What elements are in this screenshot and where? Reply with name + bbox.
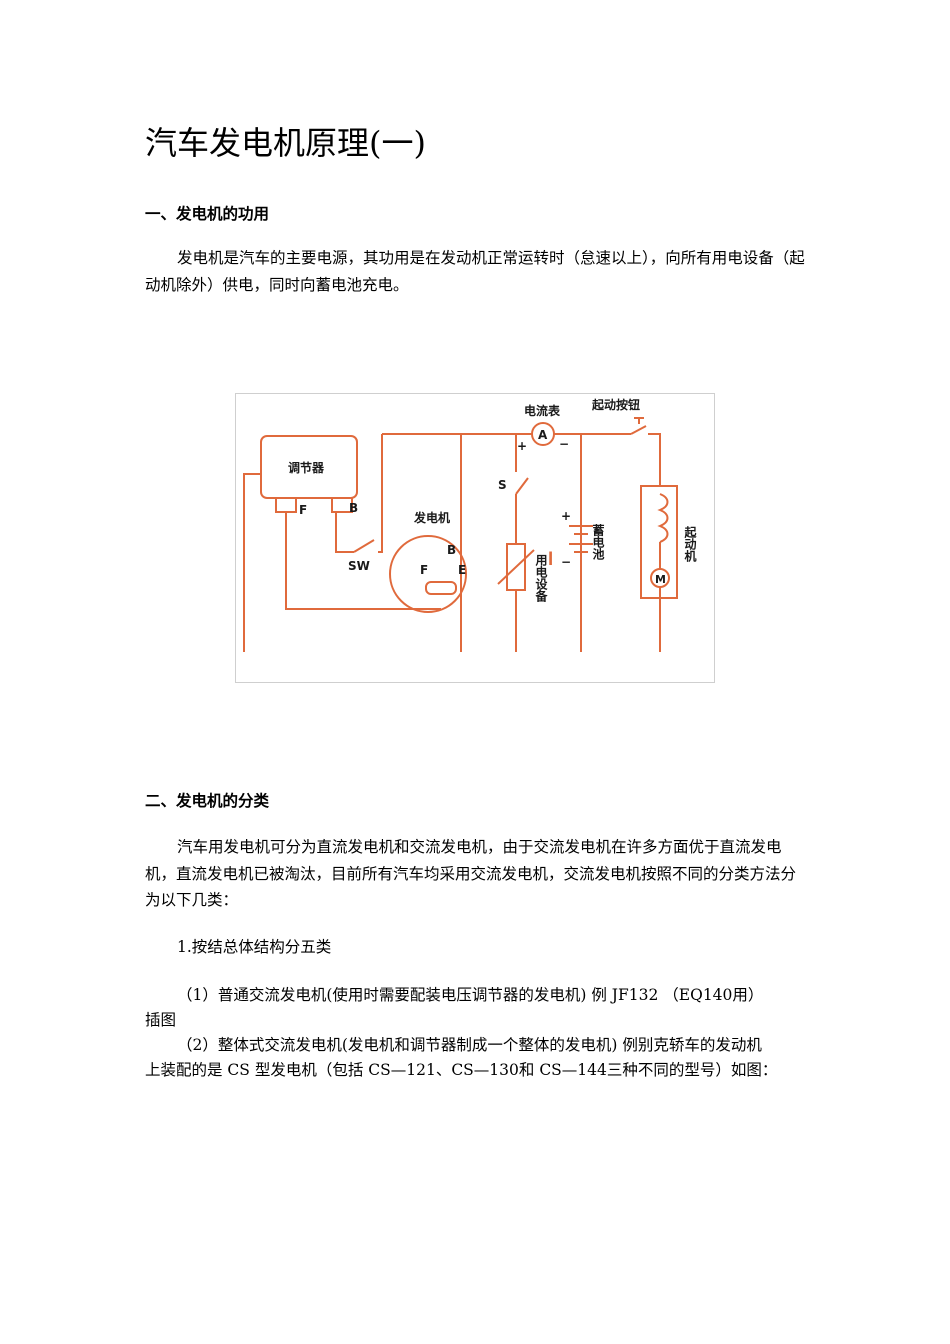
paragraph-classification: 汽车用发电机可分为直流发电机和交流发电机，由于交流发电机在许多方面优于直流发电机… (145, 834, 810, 914)
item2-line1: （2）整体式交流发电机(发电机和调节器制成一个整体的发电机) 例别克轿车的发动机 (177, 1036, 762, 1054)
subheading-structure: 1.按结总体结构分五类 (177, 938, 332, 956)
starter-coil (657, 493, 669, 543)
battery-plates (569, 525, 593, 553)
item1-line2: 插图 (145, 1011, 177, 1029)
label-motor-symbol: M (655, 573, 666, 586)
regulator-box (260, 435, 358, 499)
section-heading-function: 一、发电机的功用 (145, 204, 270, 223)
generator-brush (425, 581, 457, 595)
circuit-svg: 调节器 电流表 A 起动按钮 发电机 S SW F B B F E + − + … (243, 397, 697, 652)
start-button-blade (630, 425, 647, 435)
label-plus-battery: + (561, 509, 571, 523)
label-term-b-reg: B (349, 501, 358, 515)
label-starter: 起动机 (683, 525, 697, 563)
item1-line1: （1）普通交流发电机(使用时需要配装电压调节器的发电机) 例 JF132 （EQ… (177, 986, 764, 1004)
item2-line2: 上装配的是 CS 型发电机（包括 CS—121、CS—130和 CS—144三种… (145, 1061, 778, 1079)
wire-start-to-starter (648, 433, 661, 486)
load-variable-arrow (497, 549, 535, 585)
label-start-button: 起动按钮 (591, 397, 640, 412)
wire-field (285, 512, 441, 610)
wire-b-to-sw (335, 512, 354, 553)
label-ammeter: 电流表 (524, 403, 561, 418)
regulator-terminal-f (275, 497, 297, 513)
paragraph-function: 发电机是汽车的主要电源，其功用是在发动机正常运转时（怠速以上），向所有用电设备（… (145, 245, 810, 298)
label-ammeter-symbol: A (538, 428, 548, 442)
label-term-f-reg: F (299, 503, 307, 517)
label-generator: 发电机 (413, 510, 450, 525)
label-load: 用电设备 (534, 554, 548, 603)
switch-sw-blade (353, 539, 375, 553)
wire-regulator-ground (243, 473, 261, 652)
label-minus-battery: − (561, 555, 571, 569)
label-switch-sw: SW (348, 559, 370, 573)
battery-gap-glyph: ǀ (548, 550, 553, 566)
wire-sw-up (378, 434, 383, 553)
label-term-f-gen: F (420, 563, 428, 577)
paragraph-function-text: 发电机是汽车的主要电源，其功用是在发动机正常运转时（怠速以上），向所有用电设备（… (145, 249, 805, 294)
generator-circuit-diagram: 调节器 电流表 A 起动按钮 发电机 S SW F B B F E + − + … (235, 393, 715, 683)
label-minus-top: − (559, 437, 569, 451)
start-button-cap (634, 417, 644, 424)
label-switch-s: S (498, 478, 507, 492)
page-title: 汽车发电机原理(一) (145, 124, 426, 162)
section-heading-classification: 二、发电机的分类 (145, 791, 270, 810)
generator-circle (389, 535, 467, 613)
label-battery: 蓄电池 (591, 523, 605, 561)
label-regulator: 调节器 (288, 460, 325, 475)
paragraph-classification-text: 汽车用发电机可分为直流发电机和交流发电机，由于交流发电机在许多方面优于直流发电机… (145, 838, 797, 909)
label-plus-top: + (517, 439, 527, 453)
label-term-b-gen: B (447, 543, 456, 557)
regulator-terminal-b (331, 497, 353, 513)
label-term-e-gen: E (458, 563, 466, 577)
switch-s-blade (515, 477, 529, 495)
